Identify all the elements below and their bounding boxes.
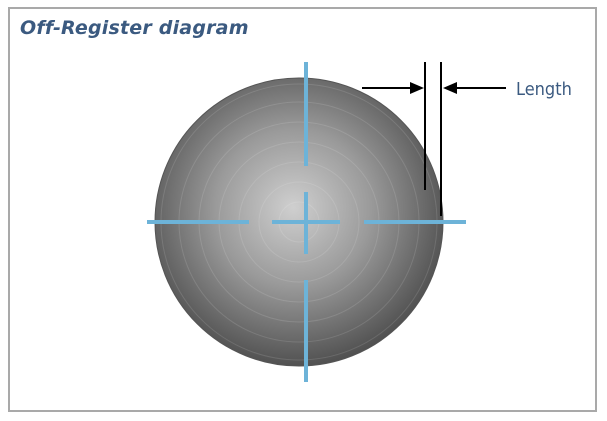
arrow-left-head [410,82,424,94]
dimension-extension-lines [424,62,442,216]
dimension-arrows [362,82,506,94]
arrow-right-head [443,82,457,94]
diagram-title: Off-Register diagram [20,17,249,39]
registration-crosshair [147,62,466,382]
dimension-label: Length [516,79,572,100]
